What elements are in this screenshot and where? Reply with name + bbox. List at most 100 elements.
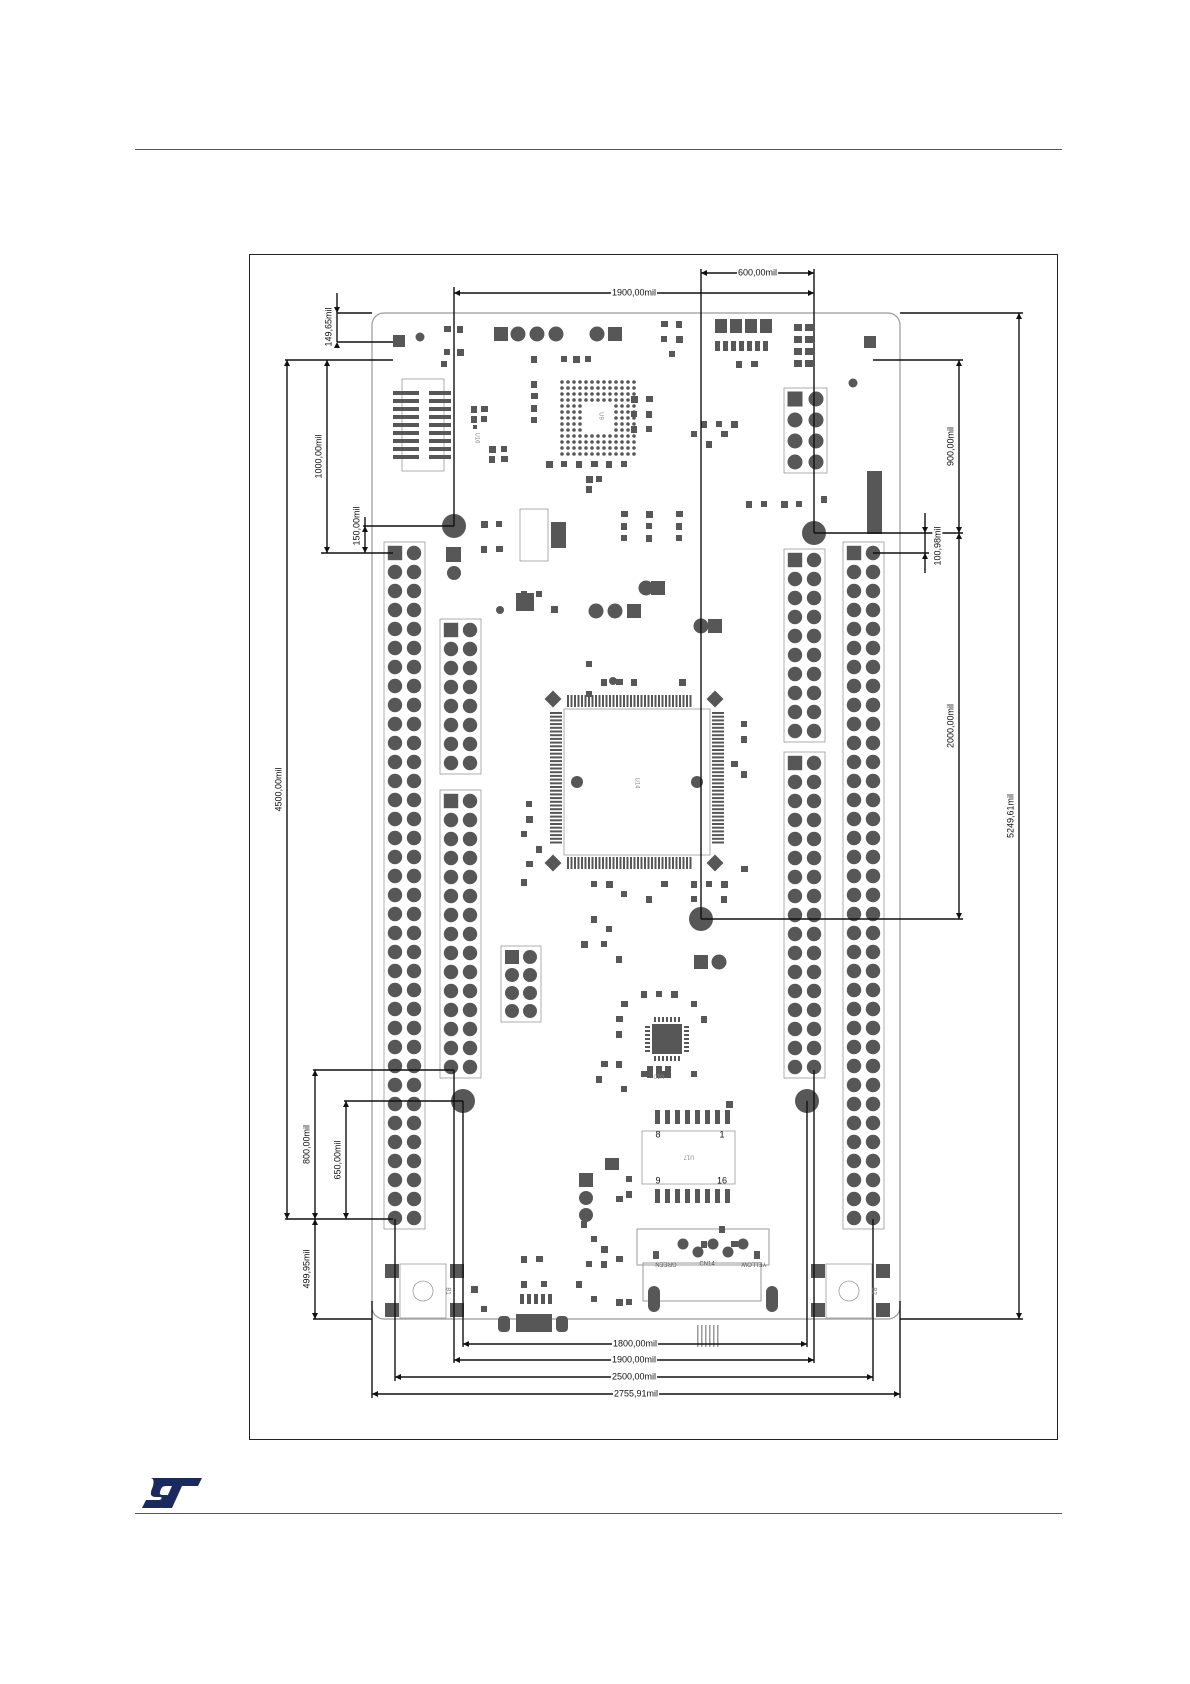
- dim-100-label: 100,98mil: [932, 526, 942, 565]
- arrowhead: [312, 1070, 318, 1076]
- smd-passive: [601, 1246, 608, 1253]
- top-oscillator: [715, 319, 772, 351]
- bga-ball: [632, 440, 636, 444]
- pin: [388, 1021, 402, 1035]
- pin: [809, 434, 824, 449]
- pad-round: [590, 327, 605, 342]
- header-right-outer: [843, 542, 884, 1229]
- arrowhead: [922, 553, 928, 559]
- u10-ref-label: U10: [653, 1072, 665, 1078]
- smd-passive: [551, 606, 558, 613]
- pin: [866, 869, 880, 883]
- jumper-pad: [393, 335, 405, 347]
- pin: [407, 584, 421, 598]
- mcu-pin: [690, 857, 692, 869]
- bga-ball: [590, 446, 594, 450]
- arrowhead: [454, 1357, 460, 1363]
- bga-ball: [620, 416, 624, 420]
- qfn-pin: [670, 1017, 672, 1022]
- mcu-pin: [609, 857, 611, 869]
- mcu-pin: [712, 819, 724, 821]
- connector-2pin-lower: [694, 955, 727, 970]
- qfn-pin: [678, 1056, 680, 1061]
- smd-passive: [751, 361, 758, 367]
- bga-ball: [566, 392, 570, 396]
- arrowhead: [362, 526, 368, 532]
- mcu-pin: [712, 816, 724, 818]
- pin: [807, 553, 821, 567]
- pin: [388, 850, 402, 864]
- dim-bottom-2500-label: 2500,00mil: [612, 1371, 656, 1381]
- bga-ball: [596, 386, 600, 390]
- bga-ball: [566, 452, 570, 456]
- button-actuator: [413, 1281, 433, 1301]
- arrowhead: [334, 307, 340, 313]
- pin: [807, 629, 821, 643]
- mcu-pin: [712, 734, 724, 736]
- pin: [407, 1078, 421, 1092]
- bga-ball: [572, 416, 576, 420]
- button-outline: [826, 1264, 872, 1318]
- pin: [444, 984, 458, 998]
- pin: [444, 889, 458, 903]
- pad-round: [447, 566, 461, 580]
- bga-ball: [632, 452, 636, 456]
- bga-ball: [578, 428, 582, 432]
- pin: [866, 850, 880, 864]
- bga-ball: [620, 380, 624, 384]
- smd-passive: [471, 406, 477, 413]
- smd-passive: [621, 1086, 627, 1092]
- pin-square: [444, 794, 458, 808]
- pin: [847, 850, 861, 864]
- soic-pin: [685, 1189, 690, 1203]
- pin: [505, 986, 519, 1000]
- arrowhead: [956, 360, 962, 366]
- top-right-stack: [794, 324, 813, 367]
- pin: [407, 1002, 421, 1016]
- mcu-pin: [658, 695, 660, 707]
- bga-ball: [602, 386, 606, 390]
- pin: [788, 648, 802, 662]
- mcu-pin: [712, 712, 724, 714]
- bga-ball: [578, 440, 582, 444]
- bga-ball: [578, 398, 582, 402]
- pin: [463, 813, 477, 827]
- qfn-pin: [645, 1038, 650, 1040]
- pin: [788, 572, 802, 586]
- bga-ball: [596, 446, 600, 450]
- pin: [866, 641, 880, 655]
- smd-passive: [591, 1236, 597, 1242]
- test-point: [416, 333, 425, 342]
- pin: [807, 946, 821, 960]
- pin: [807, 756, 821, 770]
- smd-passive: [676, 523, 682, 530]
- smd-passive: [646, 511, 653, 518]
- pin: [788, 794, 802, 808]
- smd-passive: [731, 761, 738, 767]
- pin: [788, 832, 802, 846]
- push-button-right-label: B2: [870, 1287, 876, 1295]
- bga-ball: [620, 410, 624, 414]
- mcu-pin: [592, 857, 594, 869]
- smd-passive: [721, 881, 728, 888]
- pad-square: [708, 619, 722, 633]
- bga-ball: [626, 398, 630, 402]
- pin: [444, 1022, 458, 1036]
- qfn-pin: [662, 1056, 664, 1061]
- bga-ball: [578, 392, 582, 396]
- bga-ball: [626, 440, 630, 444]
- smd-passive: [616, 1299, 623, 1306]
- pin: [505, 968, 519, 982]
- smd-passive: [731, 1241, 738, 1247]
- arrowhead: [454, 290, 460, 296]
- pin: [847, 603, 861, 617]
- mcu-pin: [712, 801, 724, 803]
- pin: [463, 794, 477, 808]
- mcu-pin: [712, 753, 724, 755]
- bga-ball: [614, 416, 618, 420]
- mcu-pin: [550, 738, 562, 740]
- bga-ball: [614, 452, 618, 456]
- usb-pin: [541, 1294, 545, 1304]
- qfn-pin: [684, 1026, 689, 1028]
- mcu-pin: [637, 695, 639, 707]
